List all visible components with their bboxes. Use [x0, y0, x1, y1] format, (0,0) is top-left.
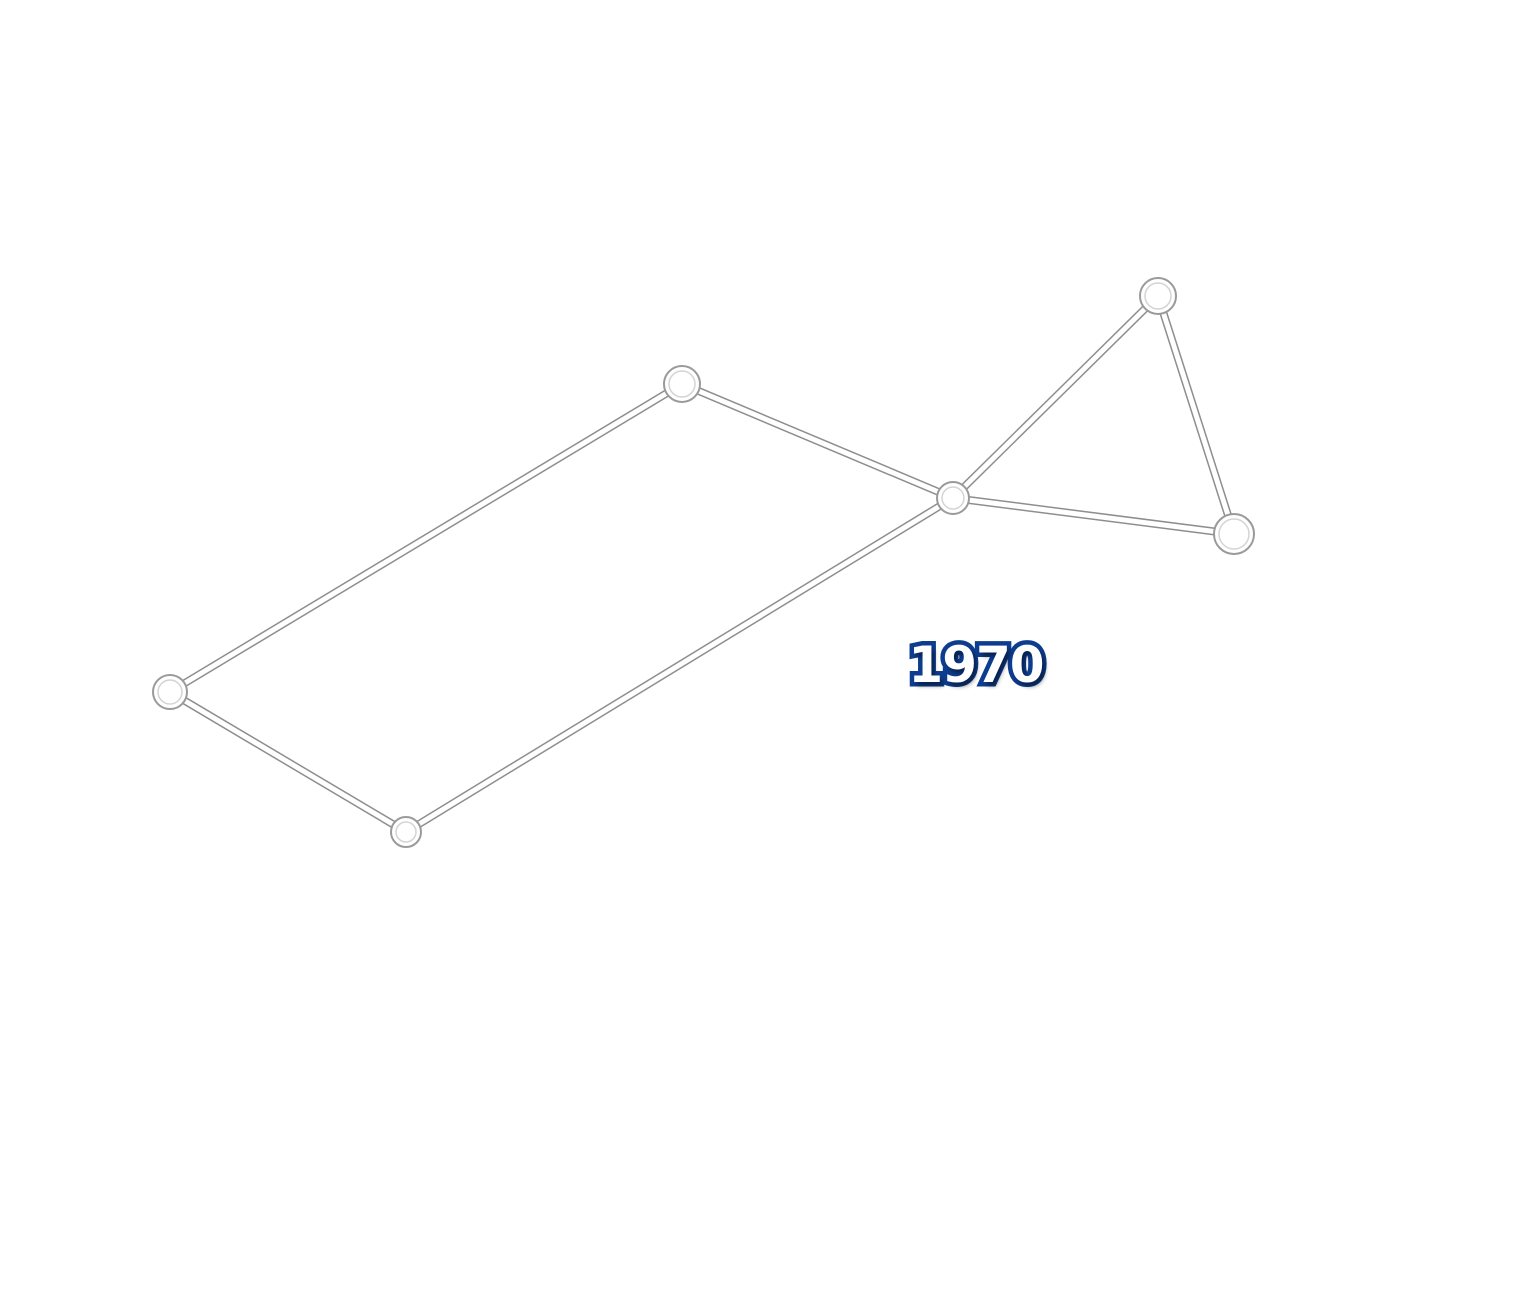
node-core [668, 370, 696, 398]
graph-edge-4 [950, 293, 1161, 501]
graph-node-3[interactable] [936, 481, 970, 515]
node-core [941, 486, 965, 510]
graph-edge-3 [167, 689, 409, 835]
year-badge: 1970 [904, 632, 1049, 699]
graph-node-1[interactable] [390, 816, 422, 848]
graph-edge-5 [1155, 293, 1237, 537]
graph-edge-6 [950, 495, 1237, 537]
graph-edge-2 [403, 495, 956, 835]
graph-node-2[interactable] [663, 365, 701, 403]
node-core [395, 821, 417, 843]
graph-node-0[interactable] [152, 674, 188, 710]
graph-node-4[interactable] [1139, 277, 1177, 315]
node-core [1144, 282, 1172, 310]
node-core [1218, 518, 1250, 550]
edge-layer [166, 292, 1238, 836]
graph-edge-1 [679, 381, 956, 501]
node-layer [152, 277, 1255, 848]
node-core [157, 679, 183, 705]
graph-edge-0 [167, 381, 685, 695]
graph-node-5[interactable] [1213, 513, 1255, 555]
